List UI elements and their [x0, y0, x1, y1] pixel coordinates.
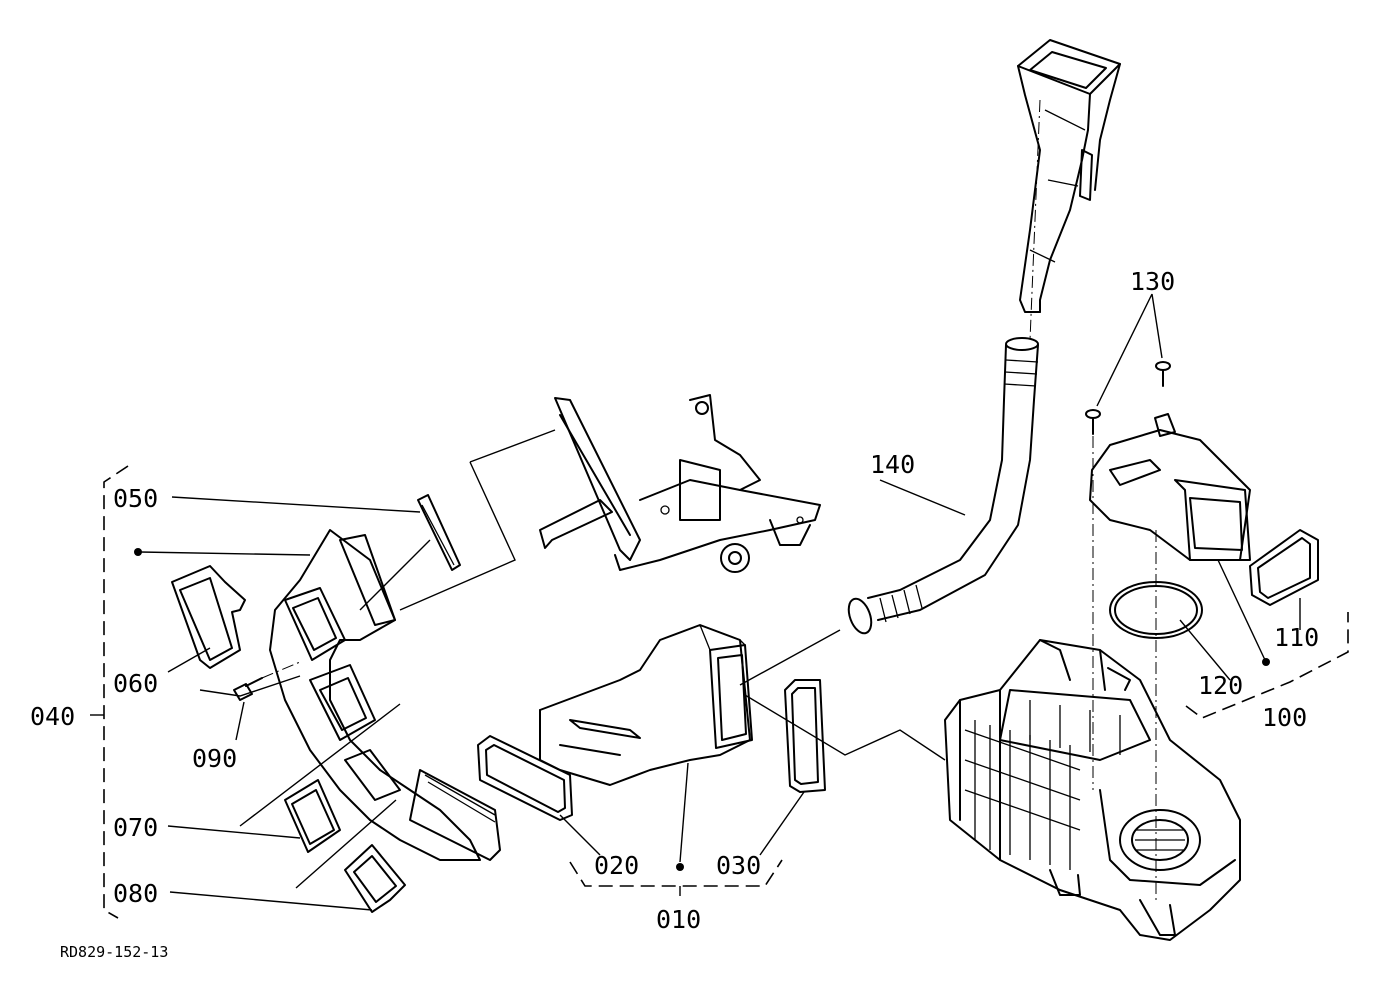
- gasket-020[interactable]: [477, 735, 573, 821]
- nozzle-080[interactable]: [344, 844, 406, 913]
- label-030: 030: [716, 851, 761, 880]
- assembly-bracket-010: [569, 859, 783, 896]
- label-120: 120: [1198, 671, 1243, 700]
- label-020: 020: [594, 851, 639, 880]
- label-040: 040: [30, 702, 75, 731]
- leader-lines: [139, 293, 1301, 911]
- label-140: 140: [870, 450, 915, 479]
- duct-assembly-040[interactable]: [269, 529, 501, 861]
- duct-hose-140[interactable]: [844, 337, 1039, 636]
- label-050: 050: [113, 484, 158, 513]
- mounting-bracket[interactable]: [539, 394, 821, 573]
- ref-dot-010: [676, 863, 684, 871]
- ref-dot-100: [1262, 658, 1270, 666]
- diagram-code: RD829-152-13: [60, 943, 168, 961]
- label-090: 090: [192, 744, 237, 773]
- heater-unit[interactable]: [944, 639, 1241, 941]
- label-130: 130: [1130, 267, 1175, 296]
- label-080: 080: [113, 879, 158, 908]
- label-100: 100: [1262, 703, 1307, 732]
- gasket-110[interactable]: [1249, 529, 1319, 606]
- screws-130[interactable]: [1085, 361, 1171, 435]
- ref-dot-040: [134, 548, 142, 556]
- nozzle-060[interactable]: [171, 565, 246, 669]
- defroster-nozzle[interactable]: [1017, 39, 1121, 341]
- nozzle-070[interactable]: [284, 779, 341, 853]
- assembly-bracket-100: [1185, 612, 1349, 719]
- blower-case-100[interactable]: [1089, 413, 1251, 561]
- label-060: 060: [113, 669, 158, 698]
- gasket-030[interactable]: [784, 679, 826, 793]
- label-070: 070: [113, 813, 158, 842]
- label-110: 110: [1274, 623, 1319, 652]
- seal-050[interactable]: [417, 494, 461, 571]
- label-010: 010: [656, 905, 701, 934]
- duct-010[interactable]: [539, 624, 753, 786]
- bolt-090[interactable]: [233, 661, 301, 701]
- assembly-bracket-040: [90, 465, 129, 919]
